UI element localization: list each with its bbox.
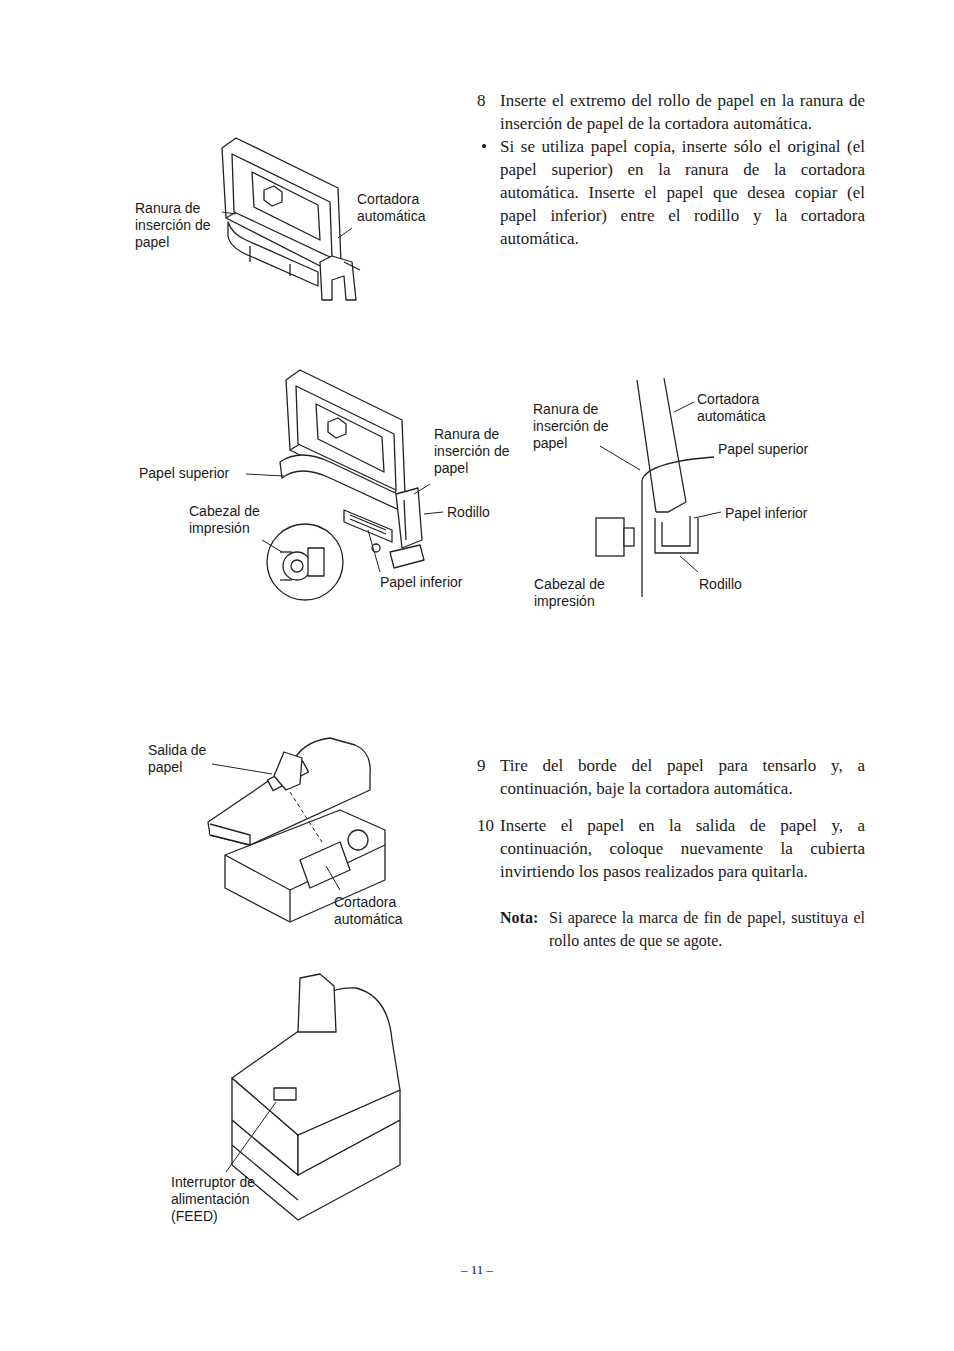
part-label: Interruptor de alimentación (FEED) [171, 1174, 271, 1225]
figure-copy-paper-loading [246, 370, 443, 600]
instruction-text: Si se utiliza papel copia, inserte sólo … [500, 135, 865, 250]
part-label: Papel superior [718, 441, 828, 458]
part-label: Cabezal de impresión [534, 576, 619, 610]
part-label: Papel inferior [380, 574, 490, 591]
part-label: Papel superior [139, 465, 249, 482]
instruction-text: Inserte el papel en la salida de papel y… [500, 814, 865, 883]
part-label: Cortadora automática [697, 391, 783, 425]
part-label: Rodillo [447, 504, 517, 521]
note-heading: Nota: [500, 906, 550, 929]
step-number: 10 [477, 814, 501, 837]
part-label: Cortadora automática [357, 191, 443, 225]
page-number: – 11 – [427, 1262, 527, 1278]
part-label: Salida de papel [148, 742, 223, 776]
part-label: Cabezal de impresión [189, 503, 269, 537]
part-label: Rodillo [699, 576, 769, 593]
part-label: Ranura de inserción de papel [434, 426, 529, 477]
figure-cutter-open [222, 138, 360, 300]
part-label: Ranura de inserción de papel [533, 401, 628, 452]
instruction-text: Inserte el extremo del rollo de papel en… [500, 89, 865, 135]
step-number: 9 [477, 754, 497, 777]
instruction-text: Tire del borde del papel para tensarlo y… [500, 754, 865, 800]
part-label: Ranura de inserción de papel [135, 200, 221, 251]
part-label: Cortadora automática [334, 894, 420, 928]
note-text: Si aparece la marca de fin de papel, sus… [549, 906, 865, 952]
bullet: • [481, 135, 495, 158]
step-number: 8 [477, 89, 497, 112]
part-label: Papel inferior [725, 505, 835, 522]
